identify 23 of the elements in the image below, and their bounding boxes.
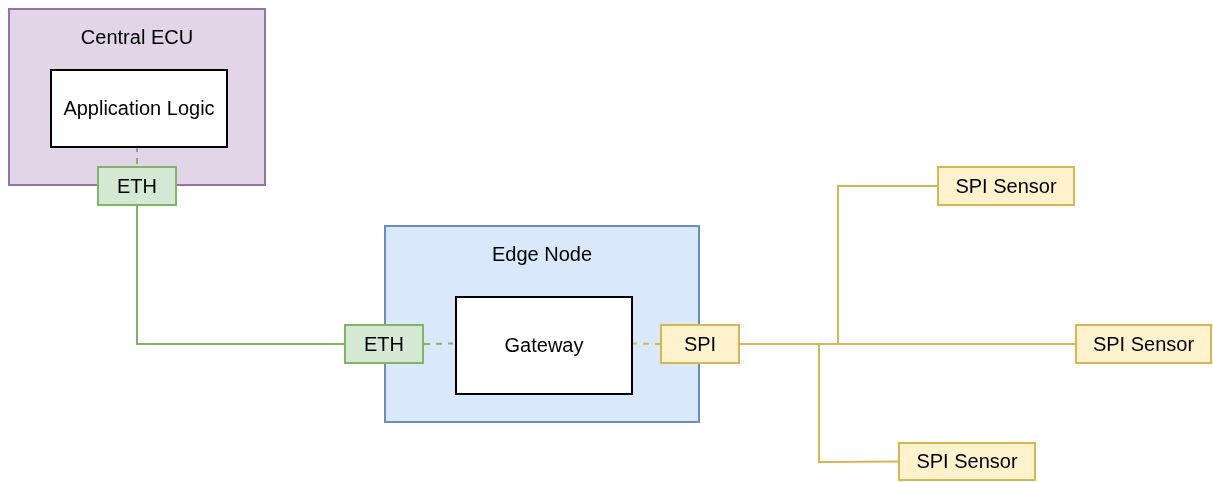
port-box	[344, 324, 424, 364]
box-label: Application Logic	[62, 96, 216, 121]
connector-line	[630, 342, 661, 345]
process-box	[455, 296, 633, 395]
sensor-box	[898, 442, 1036, 481]
sensor-box	[1075, 324, 1212, 364]
container-title: Central ECU	[79, 25, 195, 50]
container-title: Edge Node	[490, 242, 594, 267]
box-label: Gateway	[503, 333, 585, 358]
connector-line	[136, 145, 138, 167]
connector-line	[739, 343, 899, 463]
connector-line	[423, 342, 454, 345]
box-label: ETH	[116, 173, 158, 199]
port-box	[97, 166, 177, 206]
box-label: SPI	[682, 331, 718, 357]
process-box	[50, 69, 228, 148]
box-label: SPI Sensor	[1091, 331, 1196, 357]
connector-line	[136, 205, 345, 345]
box-label: SPI Sensor	[915, 449, 1019, 474]
port-box	[660, 324, 740, 364]
sensor-box	[937, 166, 1075, 206]
box-label: ETH	[363, 331, 405, 357]
box-label: SPI Sensor	[954, 173, 1058, 199]
